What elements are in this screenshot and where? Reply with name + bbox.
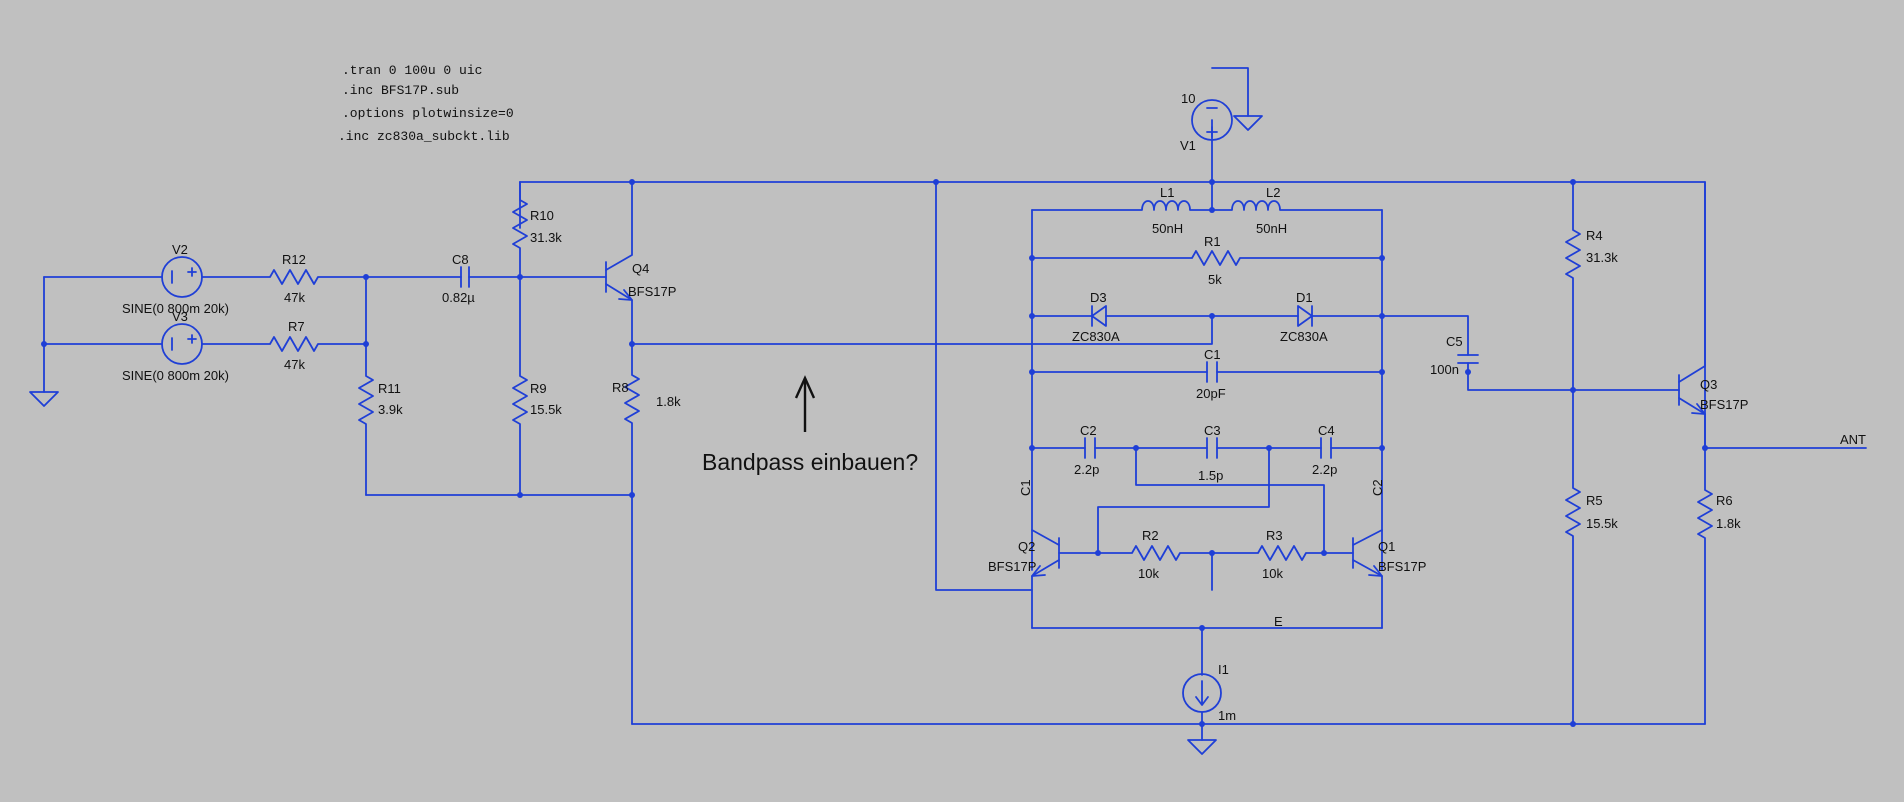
v3-source-symbol[interactable] — [161, 323, 203, 365]
i1-value: 1m — [1218, 708, 1236, 723]
c1-value: 20pF — [1196, 386, 1226, 401]
r11-value: 3.9k — [378, 402, 403, 417]
r9-value: 15.5k — [530, 402, 562, 417]
q4-value: BFS17P — [628, 284, 676, 299]
c4-name: C4 — [1318, 423, 1335, 438]
v3-name: V3 — [172, 309, 188, 324]
c8-value: 0.82µ — [442, 290, 475, 305]
net-label-c1: C1 — [1018, 479, 1033, 496]
r6-name: R6 — [1716, 493, 1733, 508]
directive-inc-bfs17p[interactable]: .inc BFS17P.sub — [342, 83, 459, 98]
l2-value: 50nH — [1256, 221, 1287, 236]
q2-value: BFS17P — [988, 559, 1036, 574]
r4-value: 31.3k — [1586, 250, 1618, 265]
c3-name: C3 — [1204, 423, 1221, 438]
q4-name: Q4 — [632, 261, 649, 276]
net-label-e: E — [1274, 614, 1283, 629]
r1-name: R1 — [1204, 234, 1221, 249]
c5-value: 100n — [1430, 362, 1459, 377]
r7-name: R7 — [288, 319, 305, 334]
r1-value: 5k — [1208, 272, 1222, 287]
q3-name: Q3 — [1700, 377, 1717, 392]
wires — [29, 67, 1867, 755]
c8-name: C8 — [452, 252, 469, 267]
c4-value: 2.2p — [1312, 462, 1337, 477]
q1-value: BFS17P — [1378, 559, 1426, 574]
c1-name: C1 — [1204, 347, 1221, 362]
c2-value: 2.2p — [1074, 462, 1099, 477]
directive-options[interactable]: .options plotwinsize=0 — [342, 106, 514, 121]
l1-value: 50nH — [1152, 221, 1183, 236]
r11-name: R11 — [378, 381, 401, 396]
d3-value: ZC830A — [1072, 329, 1120, 344]
v2-source-symbol[interactable] — [161, 256, 203, 298]
r5-value: 15.5k — [1586, 516, 1618, 531]
net-label-c2: C2 — [1370, 479, 1385, 496]
r2-value: 10k — [1138, 566, 1159, 581]
junction-dots — [41, 179, 1708, 727]
r12-value: 47k — [284, 290, 305, 305]
l2-name: L2 — [1266, 185, 1280, 200]
r3-value: 10k — [1262, 566, 1283, 581]
r5-name: R5 — [1586, 493, 1603, 508]
v1-source-symbol[interactable] — [1191, 99, 1233, 141]
r2-name: R2 — [1142, 528, 1159, 543]
r10-value: 31.3k — [530, 230, 562, 245]
annotation-arrow — [794, 375, 816, 432]
net-label-ant: ANT — [1840, 432, 1866, 447]
d1-name: D1 — [1296, 290, 1313, 305]
c3-value: 1.5p — [1198, 468, 1223, 483]
v1-name: V1 — [1180, 138, 1196, 153]
r4-name: R4 — [1586, 228, 1603, 243]
i1-name: I1 — [1218, 662, 1229, 677]
bandpass-note[interactable]: Bandpass einbauen? — [702, 449, 918, 475]
c5-name: C5 — [1446, 334, 1463, 349]
i1-source-symbol[interactable] — [1182, 673, 1222, 713]
v2-name: V2 — [172, 242, 188, 257]
v1-value: 10 — [1181, 91, 1195, 106]
q2-name: Q2 — [1018, 539, 1035, 554]
d3-name: D3 — [1090, 290, 1107, 305]
q3-value: BFS17P — [1700, 397, 1748, 412]
v3-value: SINE(0 800m 20k) — [122, 368, 229, 383]
c2-name: C2 — [1080, 423, 1097, 438]
r8-name: R8 — [612, 380, 629, 395]
r6-value: 1.8k — [1716, 516, 1741, 531]
l1-name: L1 — [1160, 185, 1174, 200]
directive-tran[interactable]: .tran 0 100u 0 uic — [342, 63, 482, 78]
r12-name: R12 — [282, 252, 306, 267]
d1-value: ZC830A — [1280, 329, 1328, 344]
r3-name: R3 — [1266, 528, 1283, 543]
q1-name: Q1 — [1378, 539, 1395, 554]
r10-name: R10 — [530, 208, 554, 223]
r8-value: 1.8k — [656, 394, 681, 409]
v2-value: SINE(0 800m 20k) — [122, 301, 229, 316]
r9-name: R9 — [530, 381, 547, 396]
r7-value: 47k — [284, 357, 305, 372]
directive-inc-zc830a[interactable]: .inc zc830a_subckt.lib — [338, 129, 510, 144]
